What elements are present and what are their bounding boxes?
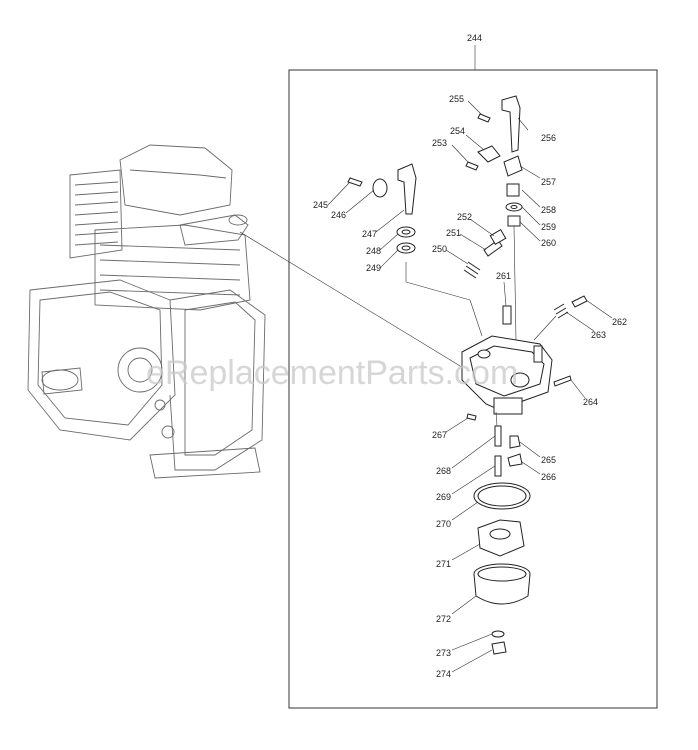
part-label: 269 bbox=[436, 492, 451, 502]
part-label: 267 bbox=[432, 430, 447, 440]
part-label: 255 bbox=[449, 94, 464, 104]
part-label: 266 bbox=[541, 472, 556, 482]
part-label: 264 bbox=[583, 397, 598, 407]
part-label: 256 bbox=[541, 133, 556, 143]
part-label: 271 bbox=[436, 559, 451, 569]
part-label: 265 bbox=[541, 455, 556, 465]
part-label: 245 bbox=[313, 200, 328, 210]
part-label: 258 bbox=[541, 205, 556, 215]
part-label: 248 bbox=[366, 246, 381, 256]
part-label: 274 bbox=[436, 669, 451, 679]
part-label: 254 bbox=[450, 126, 465, 136]
part-label: 252 bbox=[457, 212, 472, 222]
carburetor-parts bbox=[347, 95, 588, 655]
part-label: 251 bbox=[446, 228, 461, 238]
part-label: 272 bbox=[436, 614, 451, 624]
part-label: 257 bbox=[541, 177, 556, 187]
part-label: 263 bbox=[591, 330, 606, 340]
part-label: 268 bbox=[436, 466, 451, 476]
part-label: 249 bbox=[366, 263, 381, 273]
part-label: 246 bbox=[331, 210, 346, 220]
part-label: 259 bbox=[541, 222, 556, 232]
engine-illustration bbox=[27, 144, 266, 479]
part-label: 250 bbox=[432, 244, 447, 254]
part-label: 253 bbox=[432, 138, 447, 148]
part-label: 262 bbox=[612, 317, 627, 327]
watermark-text: eReplacementParts.com bbox=[146, 354, 518, 392]
part-labels: 245 246 247 248 249 250 251 252 253 254 … bbox=[313, 94, 627, 679]
part-label: 261 bbox=[496, 271, 511, 281]
part-label: 260 bbox=[541, 238, 556, 248]
assembly-label: 244 bbox=[467, 33, 482, 43]
engine-leader-line bbox=[239, 231, 471, 373]
part-label: 247 bbox=[362, 229, 377, 239]
part-label: 273 bbox=[436, 648, 451, 658]
part-label: 270 bbox=[436, 519, 451, 529]
leader-lines bbox=[327, 100, 613, 673]
assembly-frame bbox=[288, 69, 658, 709]
